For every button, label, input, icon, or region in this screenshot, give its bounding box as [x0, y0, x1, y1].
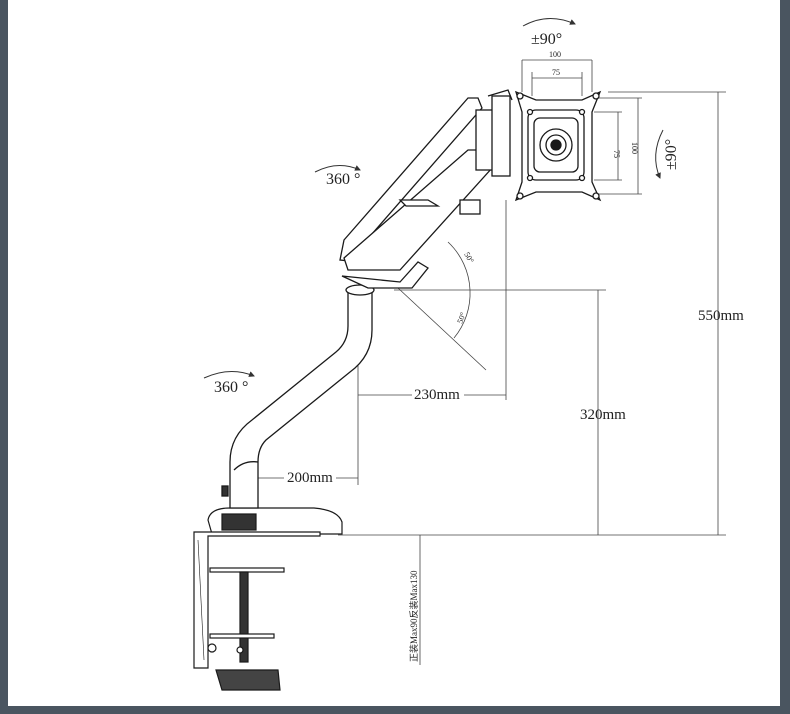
- swivel-lower-arrow-icon: [203, 371, 255, 379]
- angle-up-label: 50°: [462, 251, 475, 265]
- reach-200-label: 200mm: [287, 470, 333, 486]
- monitor-arm-drawing: ±90° ±90° 360 ° 360 ° 100 75 75 100 50° …: [193, 18, 744, 691]
- vesa-75-side-label: 75: [612, 150, 621, 158]
- upper-arm: [339, 89, 513, 289]
- diagram-frame: ±90° ±90° 360 ° 360 ° 100 75 75 100 50° …: [8, 0, 780, 706]
- rotate-label: ±90°: [663, 139, 680, 170]
- tilt-arrow-icon: [522, 18, 576, 27]
- lower-arm: [221, 284, 375, 509]
- vesa-100-side-label: 100: [630, 142, 639, 154]
- rotation-arrows: [203, 18, 664, 379]
- rotate-arrow-icon: [655, 129, 664, 179]
- vesa-100-label: 100: [549, 50, 561, 59]
- swivel-lower-label: 360 °: [214, 379, 248, 396]
- height-550-label: 550mm: [698, 308, 744, 324]
- desk-clamp: [193, 507, 343, 691]
- angle-down-label: 50°: [455, 311, 467, 325]
- clamp-range-note: 正装Max90反装Max130: [408, 570, 419, 662]
- swivel-upper-label: 360 °: [326, 171, 360, 188]
- vesa-plate: [514, 90, 602, 202]
- vesa-75-label: 75: [552, 68, 560, 77]
- tilt-label: ±90°: [531, 31, 562, 48]
- reach-230-label: 230mm: [414, 387, 460, 403]
- swivel-upper-arrow-icon: [314, 165, 361, 173]
- height-320-label: 320mm: [580, 407, 626, 423]
